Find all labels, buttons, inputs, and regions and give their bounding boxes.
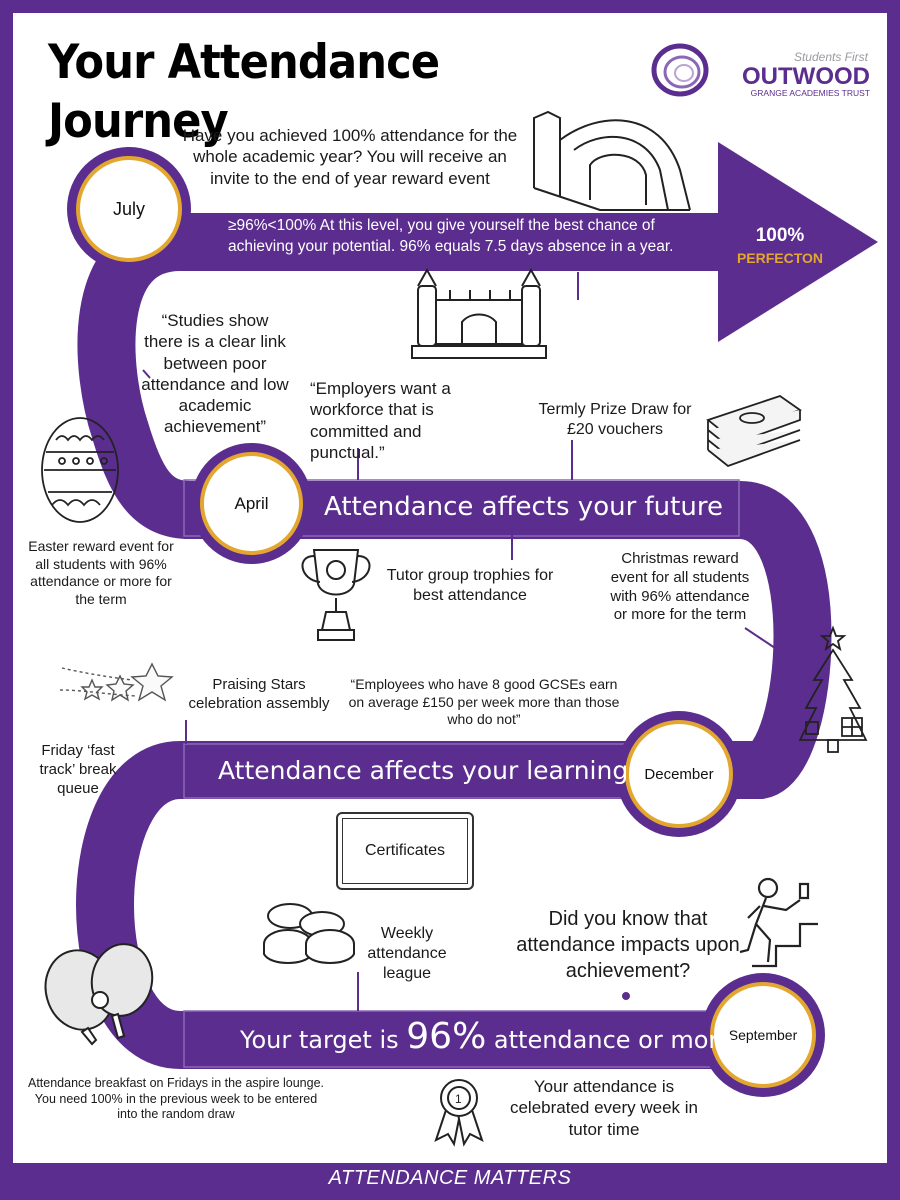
note-celebrated: Your attendance is celebrated every week… (509, 1077, 699, 1139)
target-value: 96% (406, 1016, 487, 1057)
month-label-july: July (112, 198, 145, 219)
month-circle-september: September (710, 982, 816, 1088)
note-friday: Friday ‘fast track’ break queue (39, 742, 117, 797)
month-label-september: September (728, 1027, 798, 1043)
month-circle-july: July (76, 156, 182, 262)
outwood-swirl-icon (651, 43, 709, 97)
logo-tagline: Students First (793, 50, 868, 64)
certificate-icon: Certificates (336, 812, 474, 890)
month-label-december: December (644, 765, 714, 783)
outwood-logo: Students First OUTWOOD GRANGE ACADEMIES … (648, 36, 870, 106)
note-weekly: Weekly attendance league (367, 925, 447, 982)
note-full-year: Have you achieved 100% attendance for th… (182, 126, 518, 188)
arrow-head (718, 142, 878, 342)
footer-text: ATTENDANCE MATTERS (328, 1167, 572, 1189)
note-easter: Easter reward event for all students wit… (28, 538, 174, 607)
note-christmas: Christmas reward event for all students … (610, 550, 750, 624)
band-future-text: Attendance affects your future (324, 492, 723, 522)
month-circle-april: April (200, 452, 303, 555)
note-trophies: Tutor group trophies for best attendance (386, 567, 554, 604)
certificate-label: Certificates (364, 842, 446, 859)
target-suffix: attendance or more (486, 1026, 733, 1054)
note-gcse: “Employees who have 8 good GCSEs earn on… (348, 676, 620, 727)
logo-name: OUTWOOD (742, 63, 870, 90)
month-circle-december: December (625, 720, 733, 828)
note-breakfast: Attendance breakfast on Fridays in the a… (27, 1076, 324, 1122)
band-target-text: Your target is 96% attendance or more (240, 1016, 733, 1057)
band-top-text: ≥96%<100% At this level, you give yourse… (228, 217, 674, 255)
logo-subtitle: GRANGE ACADEMIES TRUST (750, 88, 870, 98)
band-learning-text: Attendance affects your learning (218, 756, 629, 785)
note-studies: “Studies show there is a clear link betw… (141, 311, 289, 437)
note-praising-stars: Praising Stars celebration assembly (188, 676, 330, 712)
note-did-you-know: Did you know that attendance impacts upo… (516, 908, 740, 982)
month-label-april: April (234, 493, 269, 513)
arrow-value: 100% (755, 225, 805, 246)
arrow-label: PERFECTON (736, 250, 824, 266)
target-prefix: Your target is (240, 1026, 407, 1054)
note-employers: “Employers want a workforce that is comm… (310, 379, 451, 462)
page-title: Your Attendance Journey (48, 35, 440, 149)
note-prize-draw: Termly Prize Draw for £20 vouchers (538, 401, 692, 438)
